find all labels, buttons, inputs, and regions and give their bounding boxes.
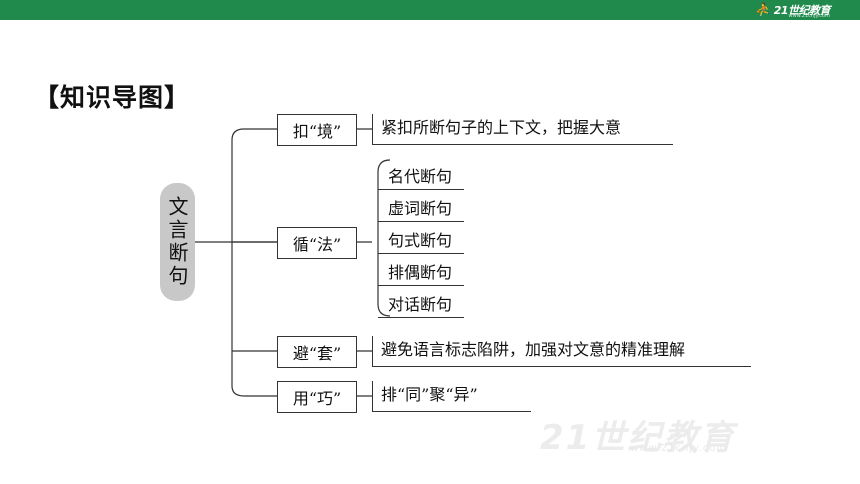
sub-item: 对话断句 [378,288,464,318]
root-node: 文言断句 [160,183,195,301]
top-bar: ⛹ 21世纪教育 www.21cnjy.com [0,0,860,20]
logo-name: 21世纪教育 [773,4,831,17]
watermark: 21世纪教育 [540,418,736,458]
runner-icon: ⛹ [754,2,771,18]
watermark-url: www.21cnjy.com [630,443,728,454]
branch-label: 避“套” [292,344,342,363]
sub-item: 名代断句 [378,160,464,190]
sub-item: 句式断句 [378,224,464,254]
branch-node-kou-jing: 扣“境” [277,114,357,146]
page-title: 【知识导图】 [34,83,191,112]
branch-desc: 紧扣所断句子的上下文，把握大意 [372,114,673,145]
logo-url: www.21cnjy.com [788,13,830,19]
branch-node-yong-qiao: 用“巧” [277,381,357,413]
branch-desc: 排“同”聚“异” [372,381,531,412]
branch-node-xun-fa: 循“法” [277,227,357,259]
branch-desc: 避免语言标志陷阱，加强对文意的精准理解 [372,336,751,367]
branch-node-bi-tao: 避“套” [277,336,357,368]
branch-label: 循“法” [292,235,342,254]
branch-label: 扣“境” [292,122,342,141]
root-label: 文言断句 [165,196,189,288]
sub-item: 虚词断句 [378,192,464,222]
sub-item: 排偶断句 [378,256,464,286]
brand-logo: ⛹ 21世纪教育 www.21cnjy.com [754,1,831,20]
branch-label: 用“巧” [292,389,342,408]
